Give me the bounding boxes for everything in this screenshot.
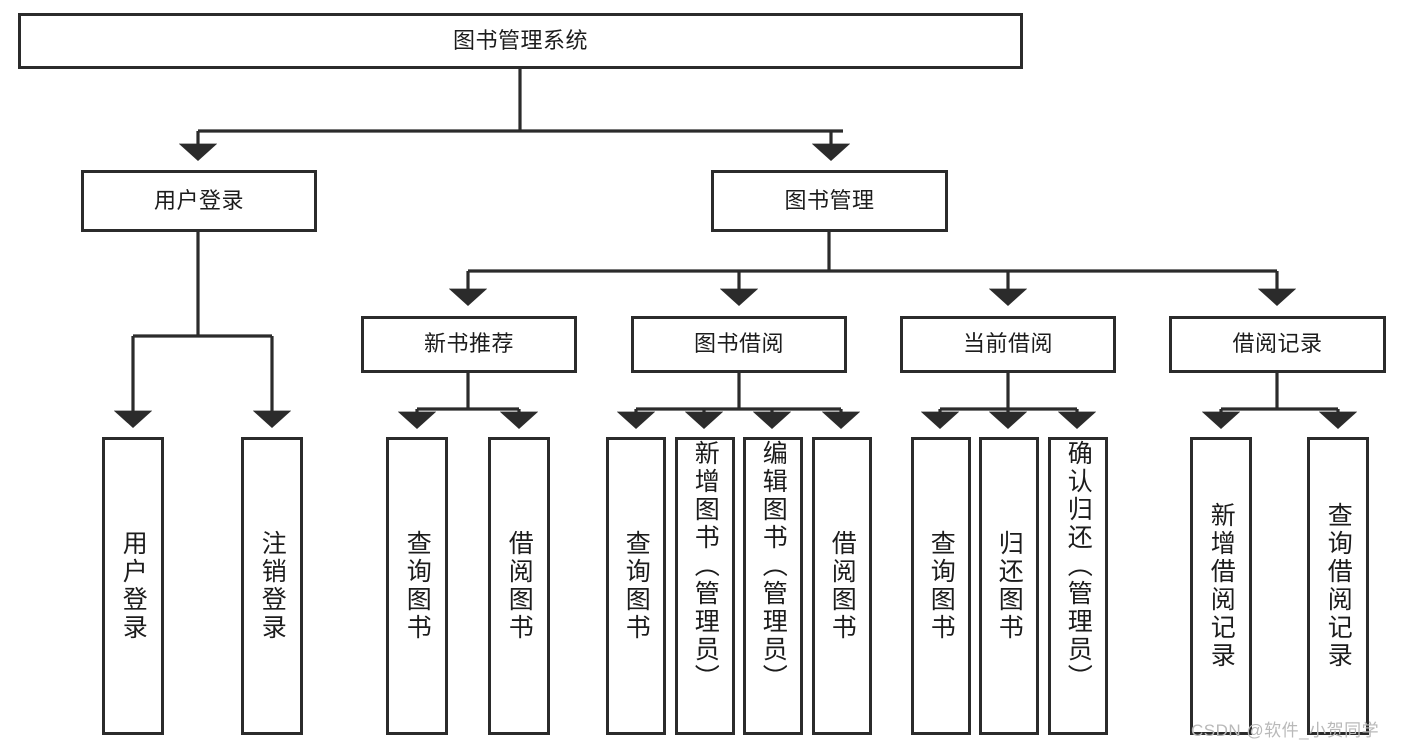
leaf-confirm-return-admin[interactable]: 确认归还（管理员） xyxy=(1048,437,1108,735)
node-label: 借阅图书 xyxy=(505,530,534,642)
node-borrowing-record[interactable]: 借阅记录 xyxy=(1169,316,1386,373)
node-label: 图书借阅 xyxy=(693,331,784,357)
node-new-book-recommendation[interactable]: 新书推荐 xyxy=(361,316,577,373)
node-label: 归还图书 xyxy=(995,530,1024,642)
node-label: 图书管理 xyxy=(784,187,875,213)
node-label: 当前借阅 xyxy=(962,331,1053,357)
node-label: 用户登录 xyxy=(153,187,244,213)
node-label: 注销登录 xyxy=(258,530,287,642)
node-label: 图书管理系统 xyxy=(452,27,588,53)
leaf-return-book[interactable]: 归还图书 xyxy=(979,437,1039,735)
node-label: 借阅记录 xyxy=(1232,331,1323,357)
node-label: 查询借阅记录 xyxy=(1324,502,1353,670)
node-label: 新书推荐 xyxy=(423,331,514,357)
csdn-watermark: CSDN @软件_小贺同学 xyxy=(1191,721,1380,740)
leaf-query-book-recommend[interactable]: 查询图书 xyxy=(386,437,448,735)
node-book-management[interactable]: 图书管理 xyxy=(711,170,948,232)
leaf-add-borrow-record[interactable]: 新增借阅记录 xyxy=(1190,437,1252,735)
leaf-borrow-book[interactable]: 借阅图书 xyxy=(812,437,872,735)
node-label: 新增借阅记录 xyxy=(1207,502,1236,670)
leaf-logout[interactable]: 注销登录 xyxy=(241,437,303,735)
node-label: 借阅图书 xyxy=(828,530,857,642)
node-label: 查询图书 xyxy=(622,530,651,642)
node-label: 编辑图书（管理员） xyxy=(759,440,788,692)
node-label: 查询图书 xyxy=(403,530,432,642)
leaf-borrow-book-recommend[interactable]: 借阅图书 xyxy=(488,437,550,735)
leaf-query-borrow-record[interactable]: 查询借阅记录 xyxy=(1307,437,1369,735)
leaf-user-login[interactable]: 用户登录 xyxy=(102,437,164,735)
leaf-edit-book-admin[interactable]: 编辑图书（管理员） xyxy=(743,437,803,735)
node-book-borrowing[interactable]: 图书借阅 xyxy=(631,316,847,373)
leaf-query-book-current[interactable]: 查询图书 xyxy=(911,437,971,735)
node-current-borrowing[interactable]: 当前借阅 xyxy=(900,316,1116,373)
node-label: 确认归还（管理员） xyxy=(1064,440,1093,692)
node-user-login[interactable]: 用户登录 xyxy=(81,170,317,232)
leaf-query-book-borrow[interactable]: 查询图书 xyxy=(606,437,666,735)
leaf-add-book-admin[interactable]: 新增图书（管理员） xyxy=(675,437,735,735)
node-label: 新增图书（管理员） xyxy=(691,440,720,692)
node-label: 用户登录 xyxy=(119,530,148,642)
node-label: 查询图书 xyxy=(927,530,956,642)
node-root-library-management-system[interactable]: 图书管理系统 xyxy=(18,13,1023,69)
